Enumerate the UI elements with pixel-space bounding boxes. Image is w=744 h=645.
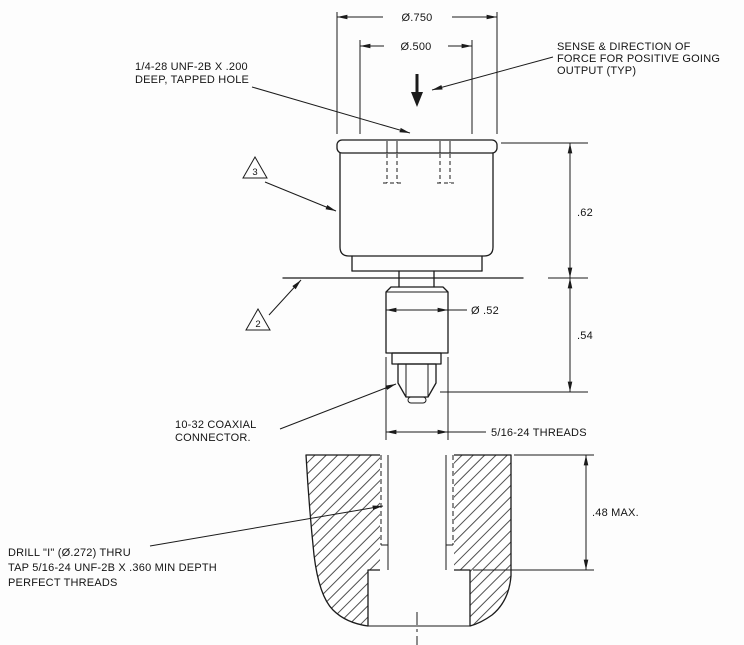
- note-coaxial-connector: 10-32 COAXIAL CONNECTOR.: [175, 383, 397, 444]
- flag-triangle-icon: [245, 307, 271, 331]
- note-drill-tap: DRILL "I" (Ø.272) THRU TAP 5/16-24 UNF-2…: [8, 505, 384, 589]
- cap-hole-ticks: [386, 141, 451, 153]
- note-tapped-hole-line2: DEEP, TAPPED HOLE: [135, 74, 249, 86]
- note-tapped-hole-line1: 1/4-28 UNF-2B X .200: [135, 61, 248, 73]
- note-sense-line1: SENSE & DIRECTION OF: [557, 41, 691, 53]
- sensor-top-cap: [336, 139, 498, 154]
- note-force-sense: SENSE & DIRECTION OF FORCE FOR POSITIVE …: [431, 41, 720, 91]
- dim-outer-diameter: Ø.750: [336, 12, 498, 134]
- note-coax-line1: 10-32 COAXIAL: [175, 419, 256, 431]
- flag-2-number: 2: [255, 319, 260, 330]
- note-drill-line3: PERFECT THREADS: [8, 577, 118, 589]
- leader-arrow: [431, 56, 554, 91]
- flag-note-3: 3: [242, 155, 337, 212]
- dim-text-connector-length: .54: [577, 330, 593, 342]
- leader-arrow: [149, 505, 384, 547]
- connector-neck: [398, 270, 435, 288]
- note-sense-line2: FORCE FOR POSITIVE GOING: [557, 53, 720, 65]
- sensor-front-view: [282, 74, 524, 404]
- dim-text-thread-callout: 5/16-24 THREADS: [491, 427, 587, 439]
- thread-lines: [380, 455, 454, 545]
- threaded-barrel: [385, 286, 449, 354]
- tapped-hole-channel: [380, 450, 454, 571]
- dim-connector-diameter: Ø .52: [385, 305, 499, 317]
- note-tapped-hole: 1/4-28 UNF-2B X .200 DEEP, TAPPED HOLE: [135, 61, 411, 134]
- dim-connector-length: .54: [440, 277, 593, 393]
- note-drill-line2: TAP 5/16-24 UNF-2B X .360 MIN DEPTH: [8, 562, 217, 574]
- sensor-body: [339, 152, 494, 257]
- dim-text-outer-diameter: Ø.750: [402, 12, 433, 24]
- mounting-section-view: [305, 450, 512, 645]
- note-sense-line3: OUTPUT (TYP): [557, 65, 636, 77]
- dim-text-connector-diameter: Ø .52: [471, 305, 499, 317]
- leader-arrow: [251, 86, 411, 134]
- dim-tap-depth: .48 MAX.: [473, 454, 639, 571]
- note-drill-line1: DRILL "I" (Ø.272) THRU: [8, 547, 131, 559]
- dim-text-tap-depth: .48 MAX.: [592, 507, 639, 519]
- hole-walls: [381, 455, 453, 570]
- flag-note-2: 2: [245, 279, 302, 331]
- hidden-tapped-holes: [383, 154, 454, 184]
- dim-body-height: .62: [501, 142, 593, 279]
- flag-triangle-icon: [242, 155, 268, 179]
- coaxial-connector-tip: [397, 363, 437, 404]
- dim-text-body-height: .62: [577, 207, 593, 219]
- base-flange: [351, 255, 483, 272]
- dim-text-top-circle-diameter: Ø.500: [401, 41, 432, 53]
- force-direction-arrow: [411, 74, 423, 107]
- step-ring: [391, 352, 442, 365]
- leader-arrow: [279, 383, 397, 430]
- leader-arrow: [268, 279, 302, 316]
- dim-thread-callout: 5/16-24 THREADS: [385, 357, 587, 440]
- note-coax-line2: CONNECTOR.: [175, 432, 251, 444]
- flag-3-number: 3: [252, 167, 257, 178]
- leader-arrow: [264, 181, 337, 212]
